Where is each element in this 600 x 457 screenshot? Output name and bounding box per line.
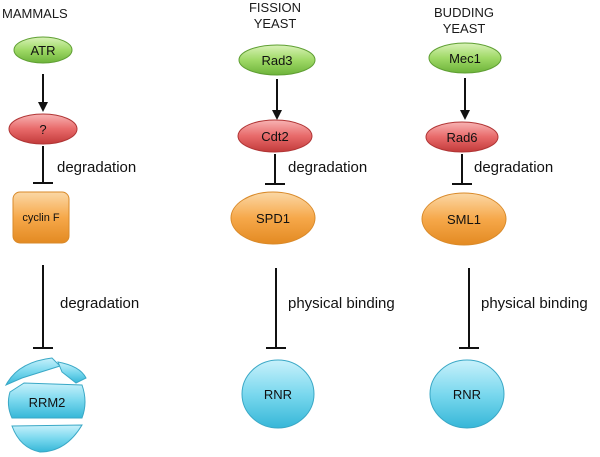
kinase-node-mammals	[13, 36, 73, 64]
column-title-line: FISSION	[248, 0, 301, 15]
kinase-node-fission	[238, 44, 316, 76]
column-title-fission: FISSION YEAST	[240, 0, 310, 32]
effector-label-budding: RNR	[453, 387, 481, 402]
edge-label-1-budding: degradation	[474, 159, 554, 176]
target-label-fission: SPD1	[256, 211, 290, 226]
mediator-label-budding: Rad6	[446, 130, 477, 145]
mediator-label-mammals: ?	[39, 122, 46, 137]
target-label-mammals: cyclin F	[22, 212, 60, 224]
target-label-budding: SML1	[447, 212, 481, 227]
rrm2-fragment-top-right	[57, 361, 87, 384]
rrm2-fragment-middle	[7, 382, 86, 419]
edge-label-1-fission: degradation	[288, 159, 368, 176]
effector-node-fission	[241, 359, 315, 429]
edge-label-1-mammals: degradation	[57, 159, 137, 176]
kinase-node-budding	[428, 42, 502, 74]
column-title-line: YEAST	[442, 21, 486, 36]
mediator-node-budding	[425, 121, 499, 153]
edge-label-2-fission: physical binding	[288, 295, 395, 312]
mediator-node-mammals	[8, 113, 78, 145]
effector-node-mammals	[4, 357, 87, 453]
column-title-line: MAMMALS	[2, 6, 68, 21]
target-node-fission	[230, 191, 316, 245]
column-title-line: YEAST	[253, 16, 297, 31]
target-node-budding	[421, 192, 507, 246]
effector-label-fission: RNR	[264, 387, 292, 402]
edge-label-2-budding: physical binding	[481, 295, 588, 312]
kinase-label-mammals: ATR	[30, 43, 55, 58]
effector-node-budding	[429, 359, 505, 429]
mediator-node-fission	[237, 119, 313, 153]
column-title-line: BUDDING	[434, 5, 494, 20]
effector-label-mammals: RRM2	[29, 395, 66, 410]
rrm2-fragment-top-left	[4, 357, 61, 387]
target-node-mammals	[12, 191, 70, 244]
kinase-label-budding: Mec1	[449, 51, 481, 66]
mediator-label-fission: Cdt2	[261, 129, 288, 144]
rrm2-fragment-bottom	[11, 424, 83, 453]
edge-label-2-mammals: degradation	[60, 295, 140, 312]
kinase-label-fission: Rad3	[261, 53, 292, 68]
column-title-budding: BUDDING YEAST	[426, 5, 502, 37]
column-title-mammals: MAMMALS	[2, 6, 68, 22]
